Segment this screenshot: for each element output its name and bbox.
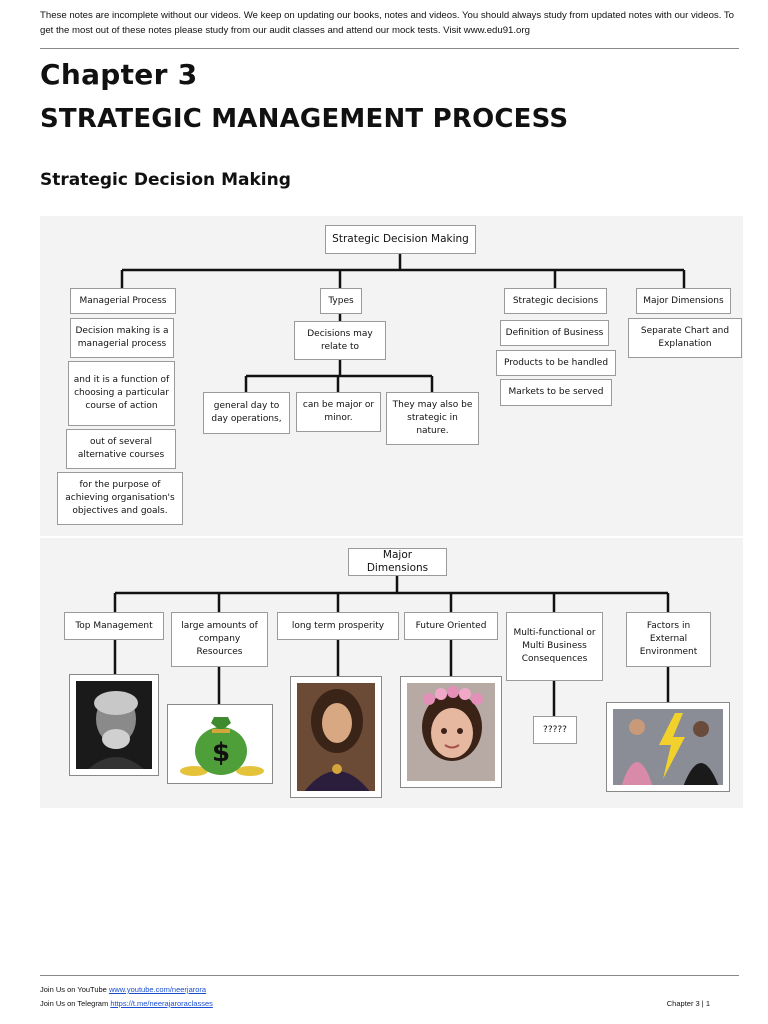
types-intro-node: Decisions may relate to bbox=[294, 321, 386, 360]
chart-major-dimensions: Major Dimensions Top Management large am… bbox=[40, 538, 743, 808]
types-item: general day to day operations, bbox=[203, 392, 290, 434]
types-item: can be major or minor. bbox=[296, 392, 381, 432]
dimension-multi-functional: Multi-functional or Multi Business Conse… bbox=[506, 612, 603, 681]
node-managerial-process: Managerial Process bbox=[70, 288, 176, 314]
chart1-connectors bbox=[120, 254, 686, 392]
dimension-resources: large amounts of company Resources bbox=[171, 612, 268, 667]
footer-divider bbox=[40, 975, 739, 976]
page-number: Chapter 3 | 1 bbox=[666, 999, 710, 1008]
footer-telegram: Join Us on Telegram https://t.me/neeraja… bbox=[40, 999, 213, 1008]
portrait-photo-2 bbox=[290, 676, 382, 798]
section-heading: Strategic Decision Making bbox=[40, 170, 291, 190]
major-dimensions-item: Separate Chart and Explanation bbox=[628, 318, 742, 358]
photo-external-environment bbox=[606, 702, 730, 792]
header-divider bbox=[40, 48, 739, 49]
chart1-root-node: Strategic Decision Making bbox=[325, 225, 476, 254]
footer-telegram-label: Join Us on Telegram bbox=[40, 999, 111, 1008]
portrait-photo-1 bbox=[69, 674, 159, 776]
node-major-dimensions: Major Dimensions bbox=[636, 288, 731, 314]
managerial-item: for the purpose of achieving organisatio… bbox=[57, 472, 183, 525]
node-types: Types bbox=[320, 288, 362, 314]
node-strategic-decisions: Strategic decisions bbox=[504, 288, 607, 314]
youtube-link[interactable]: www.youtube.com/neerjarora bbox=[108, 985, 207, 994]
managerial-item: out of several alternative courses bbox=[66, 429, 176, 469]
managerial-item: and it is a function of choosing a parti… bbox=[68, 361, 175, 426]
chart-strategic-decision-making: Strategic Decision Making Managerial Pro… bbox=[40, 216, 743, 536]
portrait-photo-3 bbox=[400, 676, 502, 788]
strategic-item: Products to be handled bbox=[496, 350, 616, 376]
chapter-heading: Chapter 3 bbox=[40, 58, 198, 91]
dimension-external-environment: Factors in External Environment bbox=[626, 612, 711, 667]
money-bag-image: $ bbox=[167, 704, 273, 784]
chart2-connectors bbox=[113, 576, 670, 716]
footer-youtube: Join Us on YouTube www.youtube.com/neerj… bbox=[40, 985, 206, 994]
header-notice: These notes are incomplete without our v… bbox=[40, 10, 735, 36]
dollar-sign: $ bbox=[212, 738, 230, 768]
types-item: They may also be strategic in nature. bbox=[386, 392, 479, 445]
footer-youtube-label: Join Us on YouTube bbox=[40, 985, 109, 994]
strategic-item: Definition of Business bbox=[500, 320, 609, 346]
page-title: STRATEGIC MANAGEMENT PROCESS bbox=[40, 104, 569, 134]
strategic-item: Markets to be served bbox=[500, 379, 612, 406]
unknown-placeholder: ????? bbox=[533, 716, 577, 744]
managerial-item: Decision making is a managerial process bbox=[70, 318, 174, 358]
dimension-future-oriented: Future Oriented bbox=[404, 612, 498, 640]
dimension-long-term-prosperity: long term prosperity bbox=[277, 612, 399, 640]
telegram-link[interactable]: https://t.me/neerajaroraclasses bbox=[110, 999, 213, 1008]
dimension-top-management: Top Management bbox=[64, 612, 164, 640]
chart2-root-node: Major Dimensions bbox=[348, 548, 447, 576]
